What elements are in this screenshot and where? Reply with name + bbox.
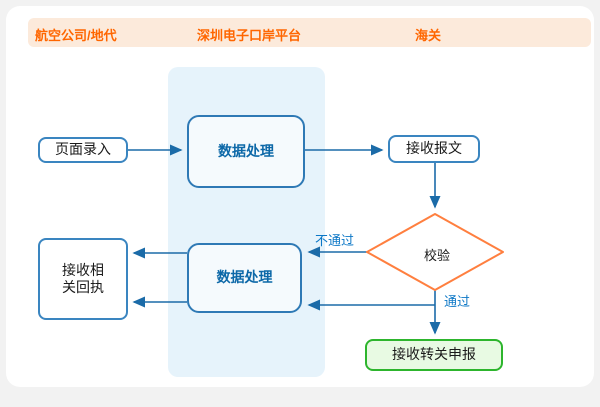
node-data-process-1: 数据处理 <box>187 115 305 188</box>
node-receive-receipt: 接收相关回执 <box>38 238 128 320</box>
node-data-process-2: 数据处理 <box>187 243 302 313</box>
edge-label-pass: 通过 <box>444 294 471 309</box>
node-receive-transfer: 接收转关申报 <box>365 339 503 371</box>
swimlane-header-bar <box>28 18 591 47</box>
lane-header-customs: 海关 <box>415 28 442 43</box>
lane-header-airline: 航空公司/地代 <box>35 28 117 43</box>
node-receive-receipt-label: 接收相关回执 <box>62 261 104 296</box>
node-receive-message-label: 接收报文 <box>406 140 462 157</box>
node-page-entry-label: 页面录入 <box>55 141 111 158</box>
edge-label-fail: 不通过 <box>315 233 355 248</box>
node-data-process-1-label: 数据处理 <box>218 142 274 159</box>
node-data-process-2-label: 数据处理 <box>216 269 273 286</box>
platform-lane-band <box>168 67 325 377</box>
node-page-entry: 页面录入 <box>38 137 128 163</box>
lane-header-platform: 深圳电子口岸平台 <box>197 28 302 43</box>
node-receive-transfer-label: 接收转关申报 <box>392 346 476 363</box>
node-receive-message: 接收报文 <box>388 135 480 163</box>
node-validate-label: 校验 <box>423 248 450 263</box>
